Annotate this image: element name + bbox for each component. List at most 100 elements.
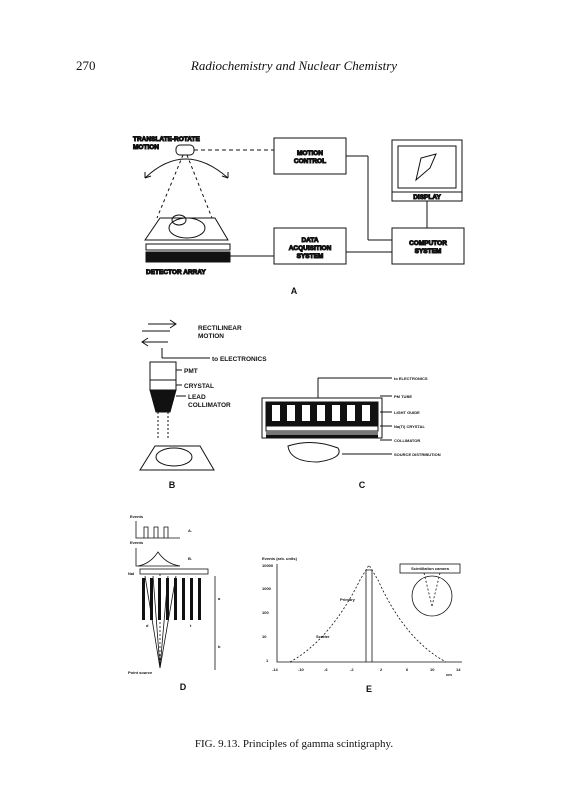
panel-c: to ELECTRONICS PM TUBE LIGHT GUIDE Na(Tl…: [261, 376, 441, 490]
patient-table: [144, 217, 229, 241]
motion-control-label-2: CONTROL: [294, 158, 326, 165]
d-label-a: a: [218, 596, 221, 601]
computer-system-label-1: COMPUTOR: [409, 240, 447, 247]
rectilinear-label-1: RECTILINEAR: [198, 325, 242, 332]
d-curve-b: [137, 551, 181, 567]
d-events-top: Events: [130, 514, 144, 519]
d-label-t: t: [190, 623, 192, 628]
d-point-source-label: Point source: [128, 670, 153, 675]
light-guide-label: LIGHT GUIDE: [394, 410, 420, 415]
d-ray-1: [144, 575, 161, 669]
display-monitor: [391, 139, 463, 193]
e-inset-circle: [411, 575, 453, 617]
e-xtick-3: -2: [350, 667, 354, 672]
lead-collimator-label-1: LEAD: [188, 394, 206, 401]
d-label-d: d: [146, 623, 149, 628]
d-ray-3: [159, 575, 169, 669]
rectilinear-arrow-left-icon: [141, 337, 168, 347]
computer-system-label-2: SYSTEM: [415, 248, 442, 255]
panel-e: Events (arb. units) 10000 1000 100 10 1 …: [262, 556, 462, 694]
e-xtick-7: 14: [456, 667, 461, 672]
e-xtick-6: 10: [430, 667, 435, 672]
data-acquisition-label-3: SYSTEM: [297, 253, 324, 260]
e-ytick-0: 10000: [262, 563, 274, 568]
lead-collimator-label-2: COLLIMATOR: [188, 402, 231, 409]
b-patient-table: [139, 445, 215, 471]
e-primary-label: Primary: [340, 597, 356, 602]
e-ytick-2: 100: [262, 610, 269, 615]
panel-b: RECTILINEAR MOTION to ELECTRONICS PMT CR…: [139, 319, 267, 490]
d-mark-a: A.: [188, 528, 192, 533]
e-ytick-1: 1000: [262, 586, 272, 591]
rotation-arc: [144, 158, 229, 179]
d-nai-crystal: [139, 568, 209, 575]
arc-arrow-right-icon: [221, 172, 229, 179]
figure-caption: FIG. 9.13. Principles of gamma scintigra…: [194, 738, 394, 750]
c-electronics-label: to ELECTRONICS: [394, 376, 428, 381]
d-nai-label: NaI: [128, 571, 134, 576]
e-xtick-4: 2: [380, 667, 383, 672]
d-mark-b: B.: [188, 556, 192, 561]
e-camera-box: [399, 563, 461, 574]
d-collimator-septa: [142, 578, 201, 620]
data-acquisition-label-2: ACQUISITION: [289, 245, 332, 252]
light-guide: [265, 425, 379, 432]
running-title: Radiochemistry and Nuclear Chemistry: [190, 58, 398, 73]
e-x-unit: cm: [446, 672, 452, 677]
display-label: DISPLAY: [413, 194, 441, 201]
d-ray-4: [159, 575, 177, 669]
data-acquisition-label-1: DATA: [301, 237, 318, 244]
rectilinear-arrow-right-icon: [148, 319, 177, 329]
source-distribution-shape: [287, 442, 340, 463]
e-xtick-5: 6: [406, 667, 409, 672]
e-xtick-1: -10: [298, 667, 305, 672]
panel-d: Events A. Events B. NaI d t a b Point: [128, 514, 221, 692]
e-scatter-label: Scatter: [316, 634, 330, 639]
c-collimator: [266, 435, 378, 438]
detector-array-label: DETECTOR ARRAY: [146, 269, 206, 276]
panel-b-letter: B: [169, 480, 176, 490]
b-electronics-label: to ELECTRONICS: [212, 356, 267, 363]
display-screen: [397, 145, 457, 189]
patient-body: [168, 217, 206, 239]
rectilinear-label-2: MOTION: [198, 333, 224, 340]
panel-d-letter: D: [180, 682, 187, 692]
d-ray-2: [152, 575, 161, 669]
motion-control-label-1: MOTION: [297, 150, 323, 157]
e-axes: [276, 564, 462, 663]
d-axis-b: [135, 548, 180, 567]
panel-c-letter: C: [359, 480, 366, 490]
panel-e-letter: E: [366, 684, 372, 694]
pmt-block: [149, 361, 177, 381]
detector-array-upper: [145, 243, 231, 251]
e-xtick-0: -14: [272, 667, 279, 672]
display-image-blob: [415, 153, 437, 182]
xray-tube-icon: [175, 144, 195, 156]
b-crystal-label: CRYSTAL: [184, 383, 214, 390]
computer-system-box: [391, 227, 465, 265]
d-events-mid: Events: [130, 540, 144, 545]
motion-control-box: [273, 137, 347, 175]
d-histogram-a: [143, 526, 169, 538]
e-xtick-2: -6: [324, 667, 328, 672]
pm-tube-label: PM TUBE: [394, 394, 412, 399]
data-acquisition-box: [273, 227, 347, 265]
translate-rotate-label-2: MOTION: [133, 144, 159, 151]
e-camera-label: Scintillation camera: [411, 566, 450, 571]
d-axis-a: [135, 521, 180, 539]
e-inset-ray-1: [423, 572, 433, 607]
panel-a-letter: A: [291, 286, 298, 296]
c-crystal-label: Na(Tl) CRYSTAL: [394, 424, 425, 429]
e-scatter-curve: [289, 564, 447, 663]
beam-ray-left: [156, 154, 184, 219]
crystal-block: [149, 379, 177, 391]
source-label: SOURCE DISTRIBUTION: [394, 452, 441, 457]
patient-head: [171, 214, 187, 226]
pm-tubes: [272, 405, 370, 421]
e-inset-ray-2: [431, 572, 441, 607]
page-number: 270: [76, 58, 96, 73]
translate-rotate-label-1: TRANSLATE-ROTATE: [133, 136, 200, 143]
e-ytick-3: 10: [262, 634, 267, 639]
c-collimator-label: COLLIMATOR: [394, 438, 420, 443]
